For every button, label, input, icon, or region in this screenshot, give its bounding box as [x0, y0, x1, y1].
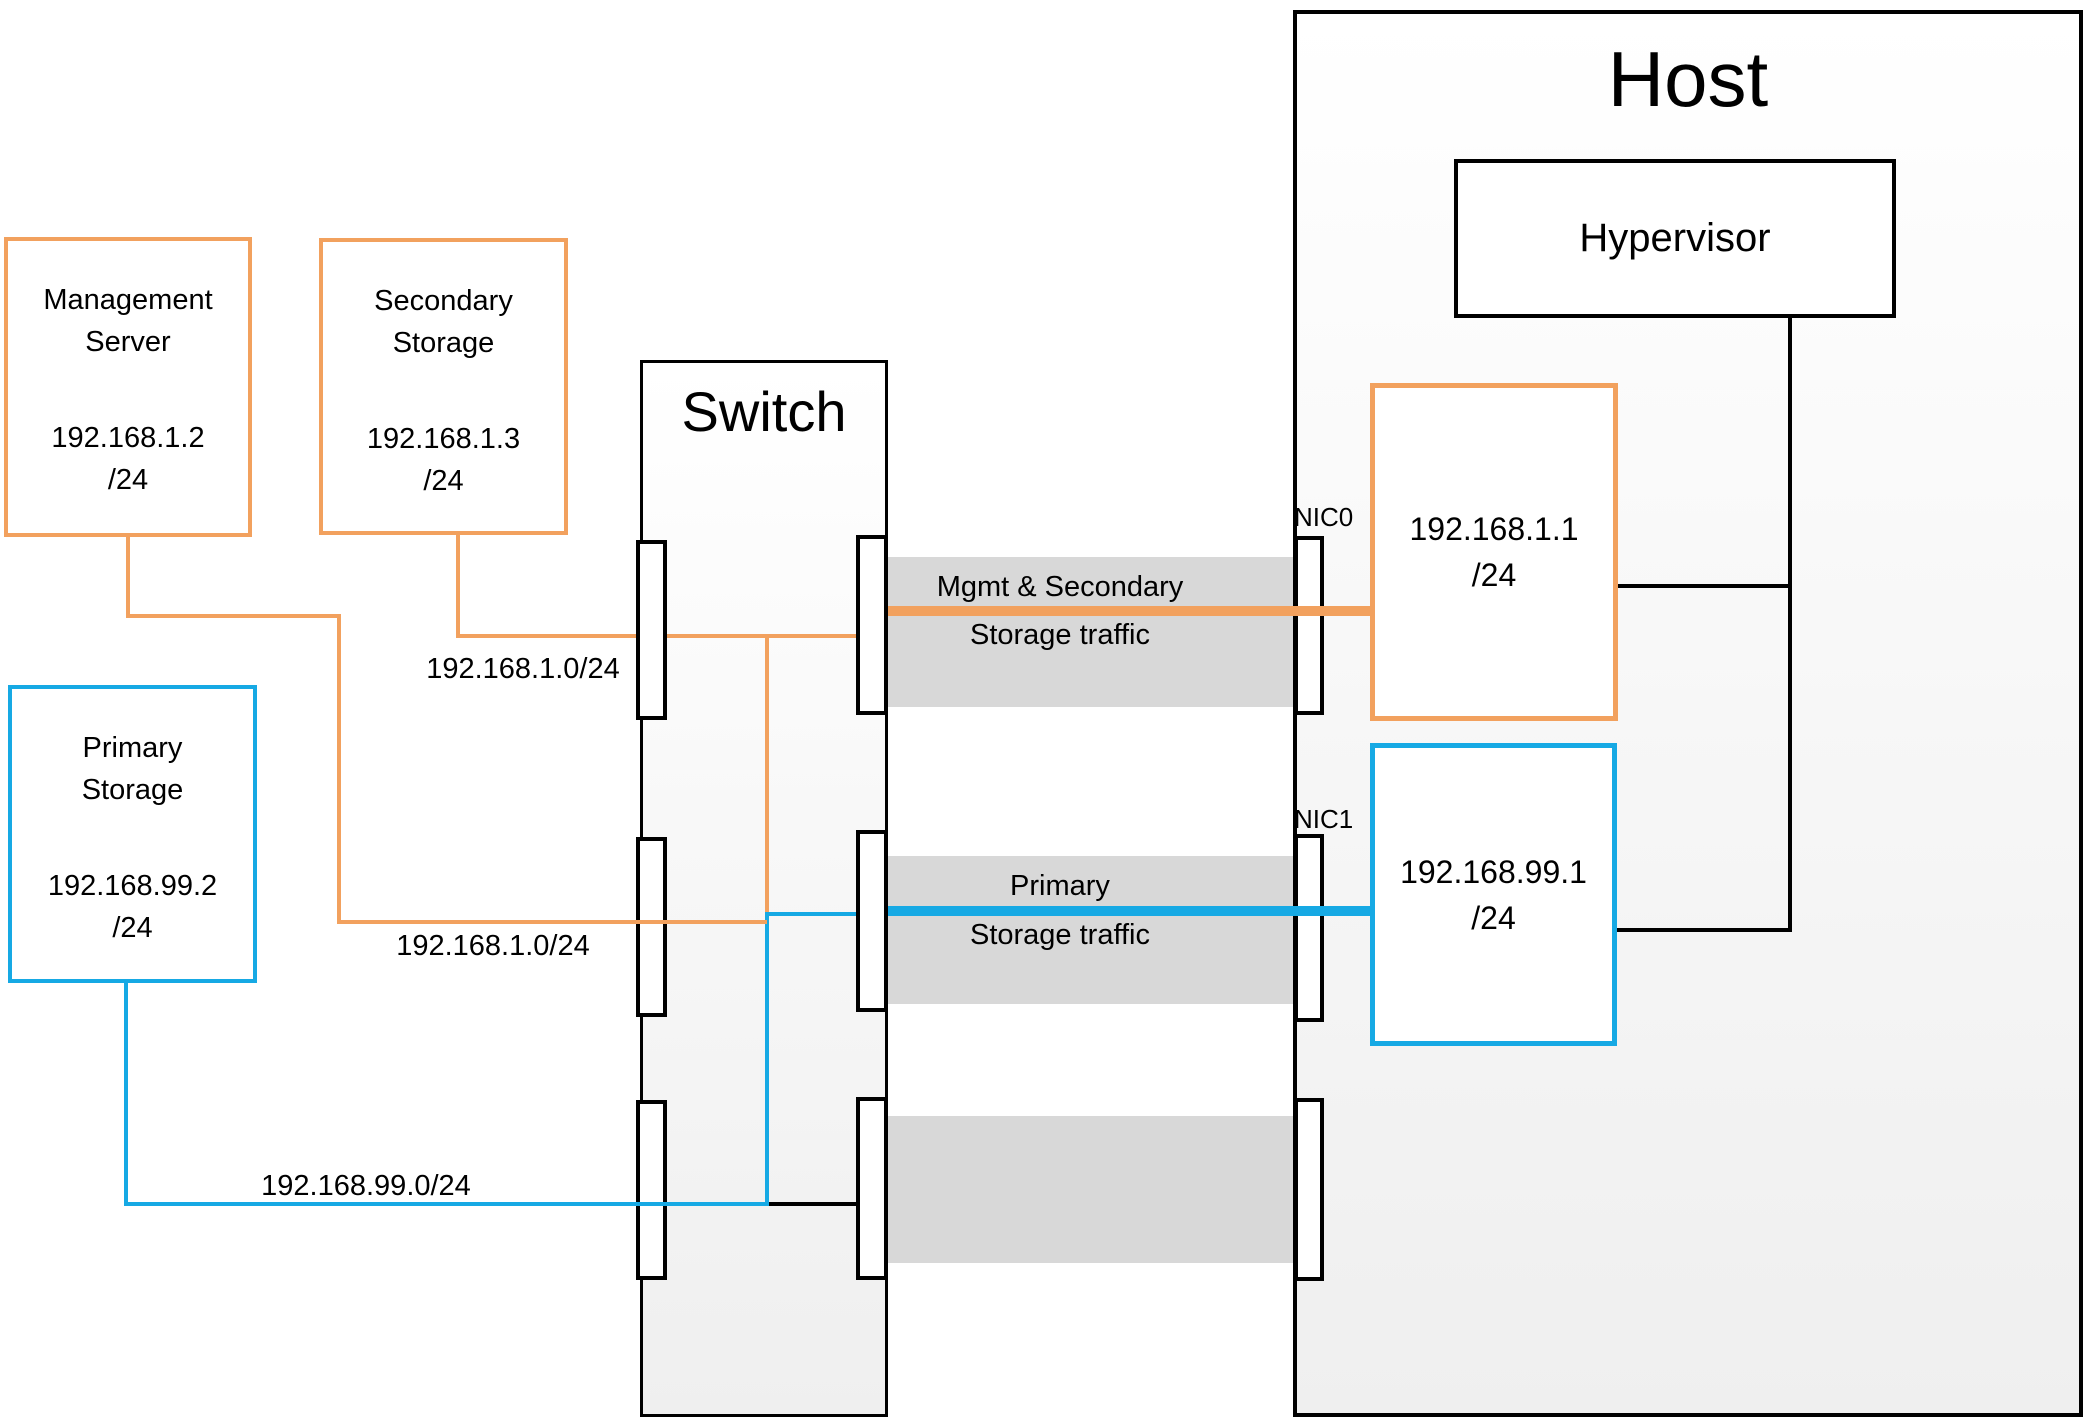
mgmt-traffic-label-line1: Mgmt & Secondary: [936, 571, 1184, 603]
nic0-label: NIC0: [1294, 502, 1354, 532]
nic1-ip: 192.168.99.1 /24: [1400, 853, 1587, 936]
switch-box: Switch: [640, 360, 888, 1417]
host-title: Host: [1607, 35, 1769, 123]
management-server-ip: 192.168.1.2 /24: [51, 422, 205, 496]
secondary-storage-ip: 192.168.1.3 /24: [366, 423, 521, 497]
primary-storage-name: Primary Storage: [81, 732, 184, 806]
traffic-band-unused: [888, 1116, 1293, 1263]
switch-port-right-1: [856, 535, 888, 715]
primary-storage-ip: 192.168.99.2 /24: [47, 870, 218, 944]
mgmt-traffic-label-line2: Storage traffic: [969, 619, 1150, 651]
wire-management-riser: [337, 614, 341, 924]
management-server-box: Management Server 192.168.1.2 /24: [4, 237, 252, 537]
switch-port-right-3: [856, 1097, 888, 1280]
traffic-band-mgmt: [888, 557, 1293, 707]
wire-primary-run: [124, 1202, 769, 1206]
secondary-storage-name: Secondary Storage: [374, 285, 513, 359]
nic1-box: 192.168.99.1 /24: [1370, 743, 1617, 1046]
subnet-label-secondary: 192.168.1.0/24: [426, 653, 620, 685]
wire-secondary-drop: [456, 533, 460, 638]
subnet-label-primary: 192.168.99.0/24: [261, 1170, 471, 1202]
primary-traffic-label-line1: Primary: [1010, 870, 1110, 902]
wire-hypervisor-riser: [1788, 316, 1792, 932]
wire-primary-drop: [124, 981, 128, 1206]
nic0-ip: 192.168.1.1 /24: [1409, 511, 1579, 593]
wire-nic1-to-hypervisor: [1615, 928, 1792, 932]
wire-switch-internal-orange-riser: [765, 634, 769, 924]
switch-port-left-1: [636, 540, 667, 720]
wire-management-drop: [126, 534, 130, 618]
host-port-nic0: [1294, 536, 1324, 715]
wire-unused-port-stub: [769, 1202, 856, 1206]
switch-port-left-3: [636, 1100, 667, 1280]
subnet-label-management: 192.168.1.0/24: [396, 930, 590, 962]
wire-management-to-port: [337, 920, 767, 924]
switch-port-right-2: [856, 830, 888, 1012]
switch-title: Switch: [681, 380, 847, 443]
switch-port-left-2: [636, 837, 667, 1017]
secondary-storage-box: Secondary Storage 192.168.1.3 /24: [319, 238, 568, 535]
hypervisor-label: Hypervisor: [1579, 216, 1771, 260]
primary-traffic-label-line2: Storage traffic: [969, 919, 1150, 951]
wire-nic0-to-hypervisor: [1615, 584, 1792, 588]
nic1-label: NIC1: [1294, 804, 1354, 834]
traffic-band-primary: [888, 856, 1293, 1004]
traffic-line-mgmt-secondary: [888, 606, 1372, 616]
traffic-line-primary: [888, 906, 1372, 916]
hypervisor-box: Hypervisor: [1454, 159, 1896, 318]
primary-storage-box: Primary Storage 192.168.99.2 /24: [8, 685, 257, 983]
host-port-unused: [1294, 1098, 1324, 1281]
management-server-name: Management Server: [43, 284, 213, 358]
wire-switch-internal-blue-riser: [765, 914, 769, 1206]
nic0-box: 192.168.1.1 /24: [1370, 383, 1618, 721]
wire-blue-to-right-port: [765, 912, 858, 916]
host-port-nic1: [1294, 834, 1324, 1022]
wire-management-run: [126, 614, 341, 618]
